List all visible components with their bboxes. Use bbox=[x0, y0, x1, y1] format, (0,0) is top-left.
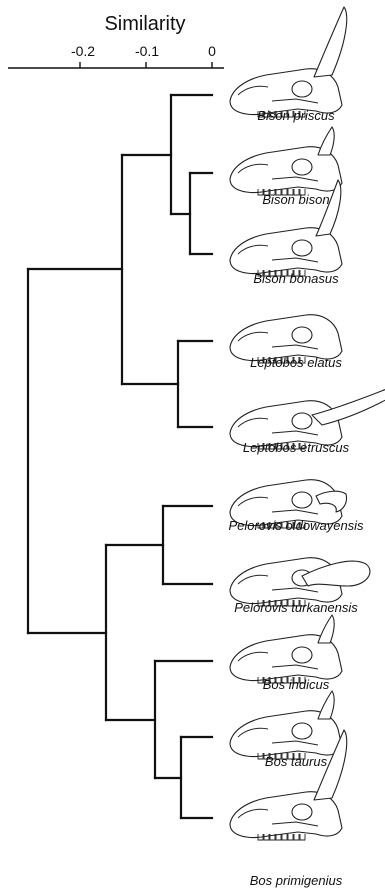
taxon-label-leptobos-elatus: Leptobos elatus bbox=[250, 355, 342, 370]
orbit-outline bbox=[292, 159, 312, 175]
skull-illustration-bos-indicus bbox=[230, 615, 342, 683]
taxon-pelorovis-oldowayensis: Pelorovis oldowayensis bbox=[228, 480, 364, 533]
taxon-bos-taurus: Bos taurus bbox=[230, 691, 342, 769]
tick-label-neg-0-1: -0.1 bbox=[135, 43, 159, 59]
orbit-outline bbox=[292, 240, 312, 256]
taxon-label-bos-indicus: Bos indicus bbox=[263, 677, 330, 692]
taxon-label-bison-bonasus: Bison bonasus bbox=[253, 271, 339, 286]
orbit-outline bbox=[292, 723, 312, 739]
orbit-outline bbox=[292, 327, 312, 343]
taxon-label-leptobos-etruscus: Leptobos etruscus bbox=[243, 440, 350, 455]
taxon-bison-priscus: Bison priscus bbox=[230, 7, 347, 123]
skull-illustration-pelorovis-turkanensis bbox=[230, 558, 370, 606]
similarity-axis: Similarity -0.2 -0.1 0 bbox=[8, 13, 224, 68]
horn-core-outline bbox=[318, 691, 334, 719]
taxon-label-pelorovis-oldowayensis: Pelorovis oldowayensis bbox=[228, 518, 364, 533]
skull-illustration-leptobos-etruscus bbox=[230, 371, 385, 449]
skull-illustration-bison-priscus bbox=[230, 7, 347, 117]
taxon-label-bison-bison: Bison bison bbox=[262, 192, 329, 207]
cranium-outline bbox=[230, 315, 342, 361]
horn-core-outline bbox=[318, 127, 334, 155]
taxon-label-bos-primigenius: Bos primigenius bbox=[250, 873, 343, 888]
taxon-leptobos-etruscus: Leptobos etruscus bbox=[230, 371, 385, 455]
orbit-outline bbox=[292, 413, 312, 429]
skull-illustration-bison-bison bbox=[230, 127, 342, 195]
taxon-leptobos-elatus: Leptobos elatus bbox=[230, 315, 342, 370]
orbit-outline bbox=[292, 81, 312, 97]
axis-title: Similarity bbox=[104, 13, 185, 35]
orbit-outline bbox=[292, 804, 312, 820]
orbit-outline bbox=[292, 492, 312, 508]
orbit-outline bbox=[292, 647, 312, 663]
taxon-pelorovis-turkanensis: Pelorovis turkanensis bbox=[230, 558, 370, 615]
dendrogram-branches bbox=[28, 95, 212, 818]
horn-core-outline bbox=[312, 371, 385, 425]
skull-illustration-bos-taurus bbox=[230, 691, 342, 759]
taxon-label-bos-taurus: Bos taurus bbox=[265, 754, 328, 769]
taxon-bison-bison: Bison bison bbox=[230, 127, 342, 207]
taxon-label-bison-priscus: Bison priscus bbox=[257, 108, 335, 123]
taxon-bos-indicus: Bos indicus bbox=[230, 615, 342, 692]
horn-core-outline bbox=[314, 7, 347, 77]
tick-label-neg-0-2: -0.2 bbox=[71, 43, 95, 59]
tick-label-zero: 0 bbox=[208, 43, 216, 59]
taxon-label-pelorovis-turkanensis: Pelorovis turkanensis bbox=[234, 600, 358, 615]
horn-core-outline bbox=[318, 615, 334, 643]
